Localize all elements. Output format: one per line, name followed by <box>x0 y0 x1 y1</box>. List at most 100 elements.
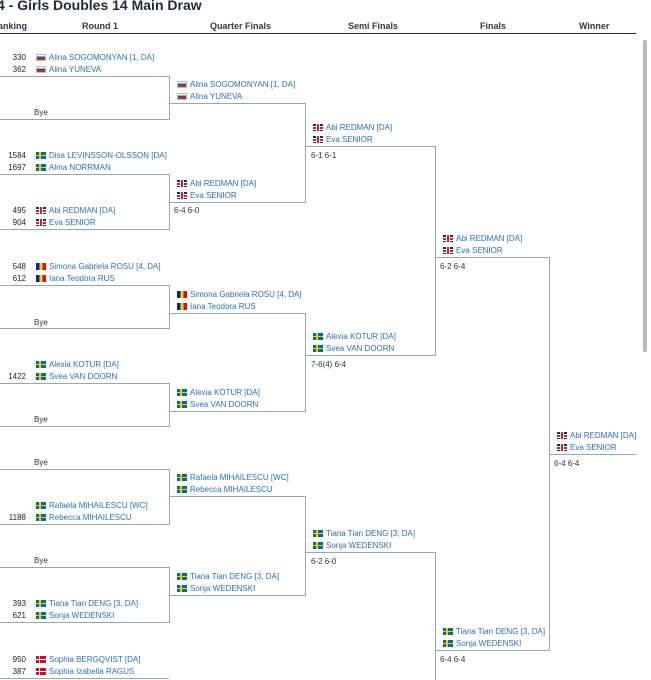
flag-sweden-icon <box>177 401 187 408</box>
ranking-value: 612 <box>12 274 26 283</box>
column-header-winner: Winner <box>579 21 610 31</box>
flag-sweden-icon <box>177 474 187 481</box>
match-score: 6-4 6-4 <box>554 459 580 468</box>
player-link[interactable]: Eva SENIOR <box>177 191 237 200</box>
player-link[interactable]: Rebecca MIHAILESCU <box>36 513 132 522</box>
ranking-value: 393 <box>12 599 26 608</box>
bracket-line <box>305 496 306 596</box>
player-link[interactable]: Svea VAN DOORN <box>36 372 117 381</box>
flag-denmark-icon <box>36 668 46 675</box>
bracket-line <box>0 622 169 623</box>
bracket-line <box>0 229 169 230</box>
player-link[interactable]: Sonja WEDENSKI <box>36 611 114 620</box>
flag-denmark-icon <box>36 656 46 663</box>
flag-sweden-icon <box>36 152 46 159</box>
player-link[interactable]: Alma NORRMAN <box>36 163 111 172</box>
match-score: 6-4 6-0 <box>174 206 200 215</box>
page-title: 4 - Girls Doubles 14 Main Draw <box>0 0 202 13</box>
winner-link[interactable]: Abi REDMAN [DA] <box>557 431 636 440</box>
match-score: 6-2 6-4 <box>440 262 466 271</box>
flag-uk-icon <box>557 444 567 451</box>
player-link[interactable]: Alina YUNEVA <box>36 65 101 74</box>
ranking-value: 1188 <box>8 513 26 522</box>
player-link[interactable]: Eva SENIOR <box>313 135 373 144</box>
player-link[interactable]: Tiana Tian DENG [3, DA] <box>443 627 545 636</box>
player-link[interactable]: Eva SENIOR <box>36 218 96 227</box>
player-link[interactable]: Alexia KOTUR [DA] <box>36 360 119 369</box>
bracket-line <box>0 383 169 384</box>
player-link[interactable]: Abi REDMAN [DA] <box>313 123 392 132</box>
player-link[interactable]: Rafaela MIHAILESCU [WC] <box>36 501 148 510</box>
player-link[interactable]: Sophia BERGQVIST [DA] <box>36 655 140 664</box>
player-link[interactable]: Abi REDMAN [DA] <box>36 206 115 215</box>
bracket-line <box>170 313 305 314</box>
player-link[interactable]: Disa LEVINSSON-OLSSON [DA] <box>36 151 167 160</box>
player-link[interactable]: Alina SOGOMONYAN [1, DA] <box>36 53 154 62</box>
flag-uk-icon <box>36 207 46 214</box>
flag-sweden-icon <box>36 600 46 607</box>
player-link[interactable]: Abi REDMAN [DA] <box>177 179 256 188</box>
winner-link[interactable]: Eva SENIOR <box>557 443 617 452</box>
bracket-line <box>550 454 636 455</box>
bracket-line <box>436 650 549 651</box>
player-link[interactable]: Simona Gabriela ROSU [4, DA] <box>177 290 302 299</box>
player-link[interactable]: Tiana Tian DENG [3, DA] <box>313 529 415 538</box>
player-link[interactable]: Alexia KOTUR [DA] <box>177 388 260 397</box>
column-header-ranking: anking <box>0 21 28 31</box>
player-link[interactable]: Rafaela MIHAILESCU [WC] <box>177 473 289 482</box>
bracket-line <box>170 411 305 412</box>
ranking-value: 387 <box>12 667 26 676</box>
player-link[interactable]: Svea VAN DOORN <box>177 400 258 409</box>
bracket-line <box>170 595 305 596</box>
column-header-round-1: Round 1 <box>82 21 118 31</box>
flag-sweden-icon <box>443 640 453 647</box>
match-score: 7-6(4) 6-4 <box>311 360 347 369</box>
match-score: 6-2 6-0 <box>311 557 337 566</box>
player-link[interactable]: Iana Teodora RUS <box>177 302 256 311</box>
bracket-line <box>0 426 169 427</box>
vertical-scrollbar[interactable] <box>643 40 647 352</box>
bracket-line <box>169 285 170 329</box>
bracket-line <box>0 678 169 679</box>
bracket-line <box>305 103 306 203</box>
bye-label: Bye <box>34 556 48 565</box>
bracket-line <box>0 119 169 120</box>
header-divider <box>0 33 636 34</box>
bracket-line <box>549 257 550 651</box>
player-link[interactable]: Iana Teodora RUS <box>36 274 115 283</box>
player-link[interactable]: Abi REDMAN [DA] <box>443 234 522 243</box>
flag-sweden-icon <box>36 373 46 380</box>
flag-sweden-icon <box>313 333 323 340</box>
bracket-line <box>306 146 435 147</box>
player-link[interactable]: Tiana Tian DENG [3, DA] <box>177 572 279 581</box>
flag-uk-icon <box>443 235 453 242</box>
player-link[interactable]: Sonja WEDENSKI <box>177 584 255 593</box>
flag-romania-icon <box>36 263 46 270</box>
player-link[interactable]: Eva SENIOR <box>443 246 503 255</box>
player-link[interactable]: Tiana Tian DENG [3, DA] <box>36 599 138 608</box>
bracket-line <box>0 469 169 470</box>
player-link[interactable]: Alina YUNEVA <box>177 92 242 101</box>
flag-uk-icon <box>177 192 187 199</box>
player-link[interactable]: Sonja WEDENSKI <box>313 541 391 550</box>
flag-russia-icon <box>36 54 46 61</box>
bracket-line <box>305 313 306 412</box>
player-link[interactable]: Sophia Izabella RAGUS <box>36 667 134 676</box>
column-header-finals: Finals <box>480 21 507 31</box>
bracket-line <box>169 383 170 427</box>
flag-sweden-icon <box>443 628 453 635</box>
flag-romania-icon <box>36 275 46 282</box>
flag-sweden-icon <box>177 585 187 592</box>
player-link[interactable]: Alina SOGOMONYAN [1, DA] <box>177 80 295 89</box>
player-link[interactable]: Rebecca MIHAILESCU <box>177 485 273 494</box>
flag-sweden-icon <box>313 542 323 549</box>
player-link[interactable]: Sonja WEDENSKI <box>443 639 521 648</box>
bracket-line <box>169 567 170 623</box>
flag-uk-icon <box>36 219 46 226</box>
player-link[interactable]: Svea VAN DOORN <box>313 344 394 353</box>
column-header-semi-finals: Semi Finals <box>348 21 399 31</box>
player-link[interactable]: Alexia KOTUR [DA] <box>313 332 396 341</box>
flag-sweden-icon <box>36 514 46 521</box>
flag-sweden-icon <box>36 612 46 619</box>
player-link[interactable]: Simona Gabriela ROSU [4, DA] <box>36 262 161 271</box>
